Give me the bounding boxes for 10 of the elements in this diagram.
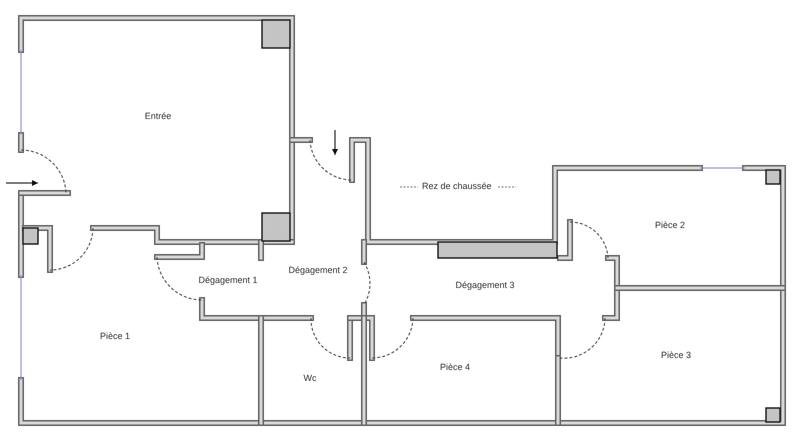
room-label: Dégagement 1 bbox=[198, 275, 258, 285]
room-label: Dégagement 3 bbox=[455, 280, 515, 290]
room-label: Pièce 1 bbox=[100, 331, 130, 341]
room-label: Entrée bbox=[144, 111, 172, 121]
room-label: Pièce 2 bbox=[654, 220, 686, 230]
room-label: Dégagement 2 bbox=[288, 265, 348, 275]
room-label: Pièce 3 bbox=[660, 350, 692, 360]
room-label: Wc bbox=[304, 373, 316, 383]
floor-title: Rez de chaussée bbox=[422, 181, 492, 191]
room-label: Pièce 4 bbox=[440, 362, 470, 372]
